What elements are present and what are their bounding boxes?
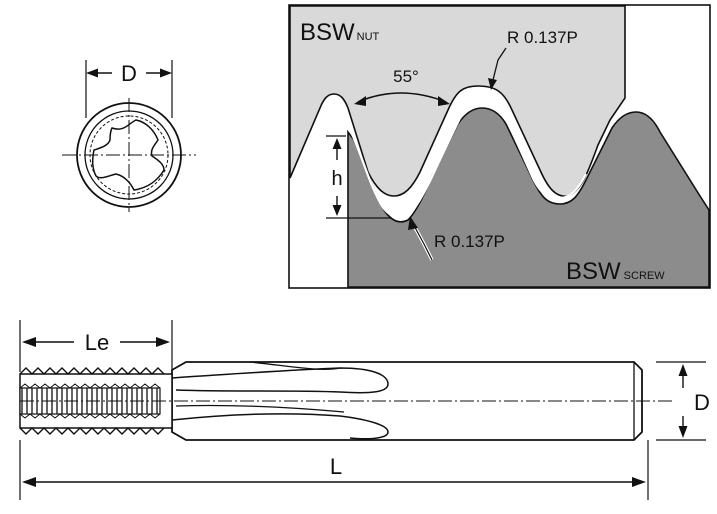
crest-radius-label: R 0.137P [507,28,578,47]
upper-flute [171,367,389,394]
overall-length-dimension [22,477,646,487]
screw-region [347,107,710,288]
thread-clearance-line [350,100,587,219]
angle-indicator [354,92,450,106]
height-label: h [331,168,342,190]
shank-diameter-dimension [678,364,688,438]
end-view-diameter-label: D [121,61,137,86]
end-view: D [62,60,196,212]
end-view-flutes [91,119,165,191]
thread-angle-label: 55° [393,67,419,86]
root-radius-label: R 0.137P [434,232,505,251]
end-view-dimension-line [86,68,172,78]
side-view: Le D [19,320,710,500]
height-dimension [326,135,392,219]
shank-diameter-label: D [694,390,710,415]
thread-length-label: Le [85,330,109,355]
thread-length-dimension [22,337,170,347]
overall-length-label: L [330,454,342,479]
lower-flute [171,413,389,440]
